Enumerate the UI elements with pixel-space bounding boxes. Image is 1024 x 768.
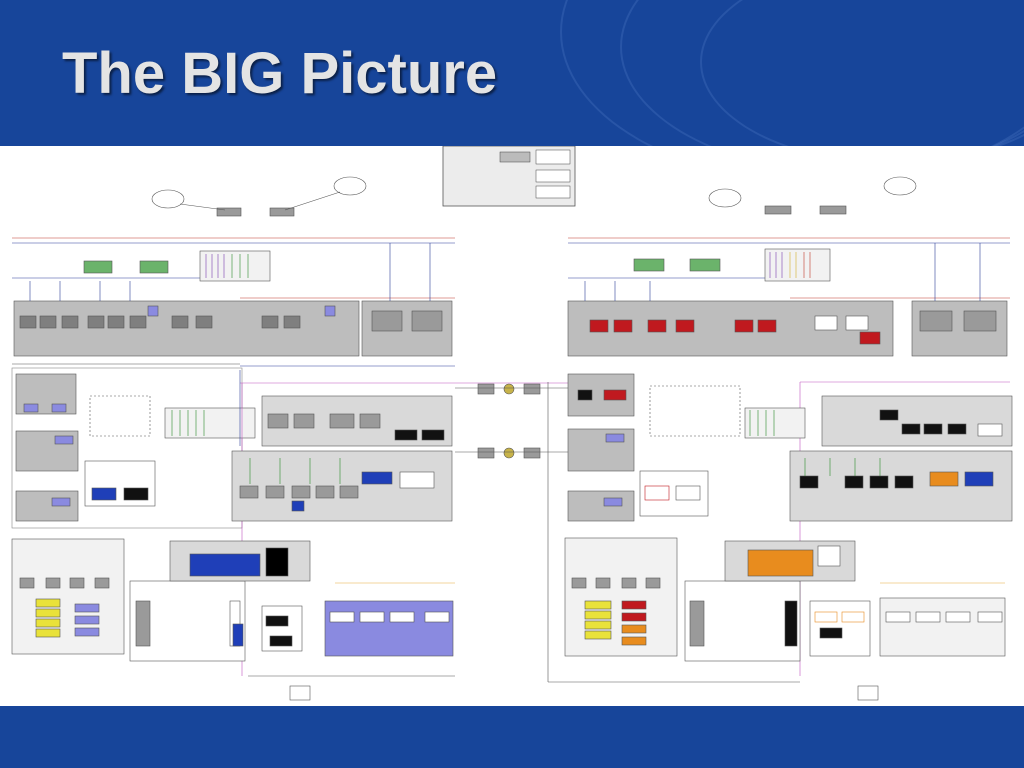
- network-diagram: [0, 146, 1024, 706]
- right-site: [547, 176, 1013, 701]
- title-banner: The BIG Picture: [0, 0, 1024, 146]
- remote-site-box: [442, 146, 576, 207]
- slide-title: The BIG Picture: [62, 41, 498, 106]
- center-interconnect: [455, 382, 570, 459]
- left-site: [11, 176, 455, 701]
- footer-banner: [0, 706, 1024, 768]
